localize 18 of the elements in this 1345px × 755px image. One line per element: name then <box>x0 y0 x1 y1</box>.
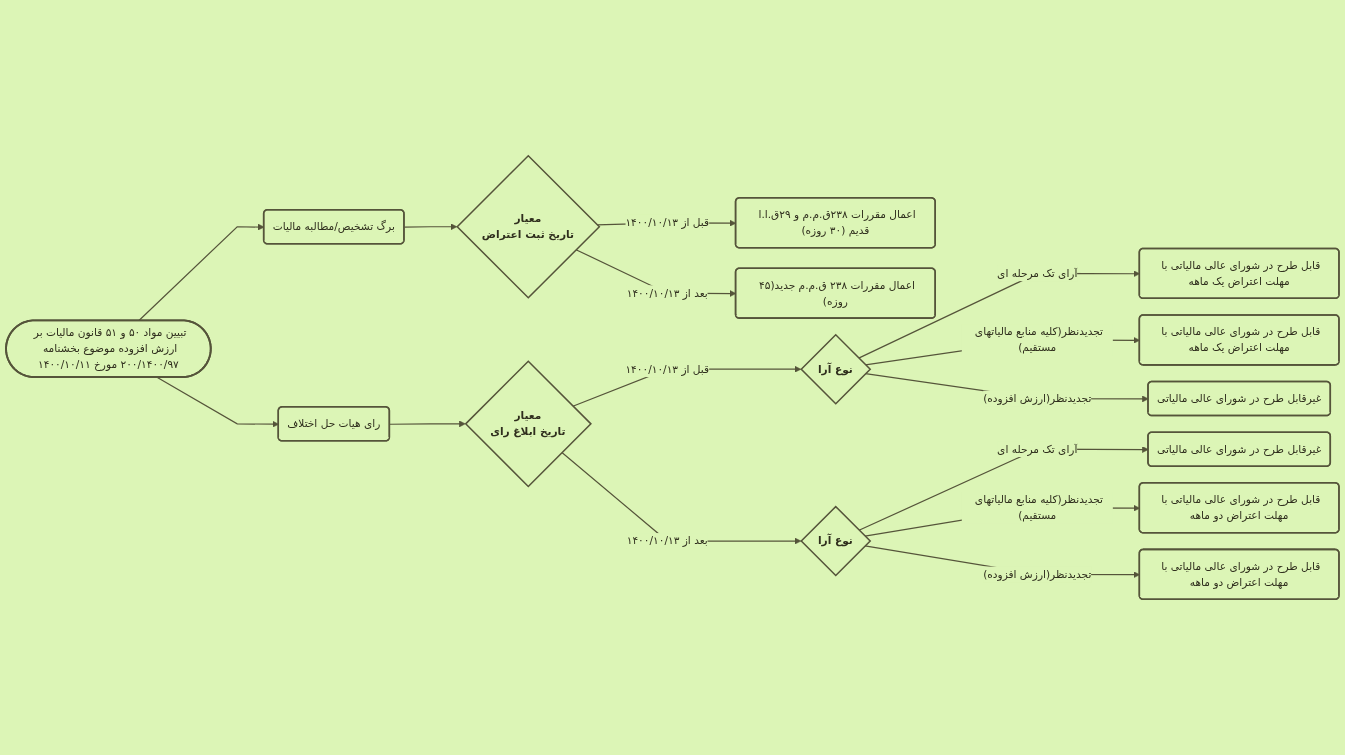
edge-label: قبل از ۱۴۰۰/۱۰/۱۳ <box>625 362 710 375</box>
edge-label: آرای تک مرحله ای <box>997 266 1078 280</box>
edge-label: بعد از ۱۴۰۰/۱۰/۱۳ <box>626 534 708 547</box>
edge-label: تجدیدنظر(کلیه منابع مالیاتهای مستقیم) <box>974 493 1103 522</box>
arrow <box>858 270 1140 359</box>
node-diamond: نوع آرا <box>800 505 872 577</box>
edge-label: تجدیدنظر(ارزش افزوده) <box>983 392 1092 405</box>
edge-label: بعد از ۱۴۰۰/۱۰/۱۳ <box>626 286 708 299</box>
arrow <box>389 420 466 428</box>
node-diamond: معیار تاریخ ثبت اعتراض <box>456 154 601 299</box>
node-diamond: نوع آرا <box>800 333 872 405</box>
edge-label: آرای تک مرحله ای <box>997 442 1078 455</box>
edge-label: تجدیدنظر(کلیه منابع مالیاتهای مستقیم) <box>974 325 1103 354</box>
edge-label: تجدیدنظر(ارزش افزوده) <box>983 567 1092 580</box>
arrow <box>156 376 279 428</box>
arrow <box>403 223 458 231</box>
node-diamond: معیار تاریخ ابلاغ رای <box>464 360 592 488</box>
edge-label: قبل از ۱۴۰۰/۱۰/۱۳ <box>625 216 710 229</box>
